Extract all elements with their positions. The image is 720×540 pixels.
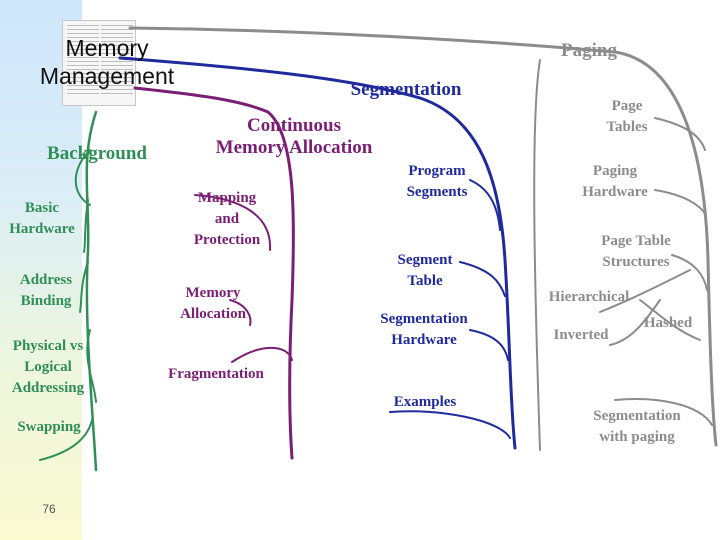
purple-sub-mapping (194, 194, 272, 251)
slide-title: Memory Management (39, 35, 175, 89)
green-sub-swapping (39, 419, 93, 461)
topic-inverted: Inverted (553, 327, 609, 343)
topic-paging-hardware: Paging Hardware (582, 163, 648, 200)
topic-mapping-protection: Mapping and Protection (193, 190, 261, 248)
topic-segmentation-with-paging: Segmentation with paging (593, 408, 681, 445)
blue-sub-segment-table (459, 261, 506, 297)
gray-sub-hashed (639, 299, 701, 341)
green-sub-hook (74, 149, 91, 206)
topic-page-tables: Page Tables (606, 98, 648, 135)
slide-number: 76 (42, 502, 56, 516)
gray-sub-paging-hardware (654, 189, 707, 216)
purple-sub-fragmentation (231, 346, 293, 363)
blue-sub-program-segments (469, 179, 501, 231)
topic-segment-table: Segment Table (397, 252, 453, 289)
thumbnail-image (62, 20, 136, 106)
topic-page-table-structures: Page Table Structures (601, 233, 671, 270)
topic-examples: Examples (393, 394, 457, 410)
topic-basic-hardware: Basic Hardware (9, 200, 75, 237)
background-branch-line (85, 110, 98, 472)
green-sub-basic-hardware (83, 199, 89, 253)
gray-sub-inverted (609, 299, 661, 346)
topic-swapping: Swapping (17, 419, 81, 435)
gray-sub-page-tables (654, 117, 706, 151)
gray-sub-pt-structures (671, 254, 708, 291)
segmentation-branch-line (118, 56, 517, 450)
branch-continuous: Continuous Memory Allocation (215, 115, 373, 158)
purple-sub-memory-allocation (229, 299, 252, 326)
topic-fragmentation: Fragmentation (168, 366, 264, 382)
green-sub-address-binding (79, 261, 89, 313)
blue-sub-seg-hardware (469, 329, 509, 361)
continuous-branch-line (133, 86, 295, 460)
gray-paging-hook (533, 59, 541, 451)
green-sub-physical-logical (86, 329, 97, 403)
topic-hashed: Hashed (643, 315, 693, 331)
topic-address-binding: Address Binding (19, 272, 73, 309)
topic-segmentation-hardware: Segmentation Hardware (380, 311, 468, 348)
gray-sub-hierarchical (599, 269, 691, 313)
topic-memory-allocation: Memory Allocation (180, 285, 246, 322)
branch-paging: Paging (561, 40, 617, 61)
branch-background: Background (47, 143, 147, 164)
gray-sub-seg-with-paging (614, 398, 713, 426)
branch-segmentation: Segmentation (350, 79, 462, 100)
blue-sub-examples (389, 410, 511, 439)
paging-branch-line (128, 26, 718, 447)
topic-hierarchical: Hierarchical (548, 289, 630, 305)
topic-program-segments: Program Segments (406, 163, 468, 200)
topic-physical-logical: Physical vs Logical Addressing (11, 338, 85, 396)
